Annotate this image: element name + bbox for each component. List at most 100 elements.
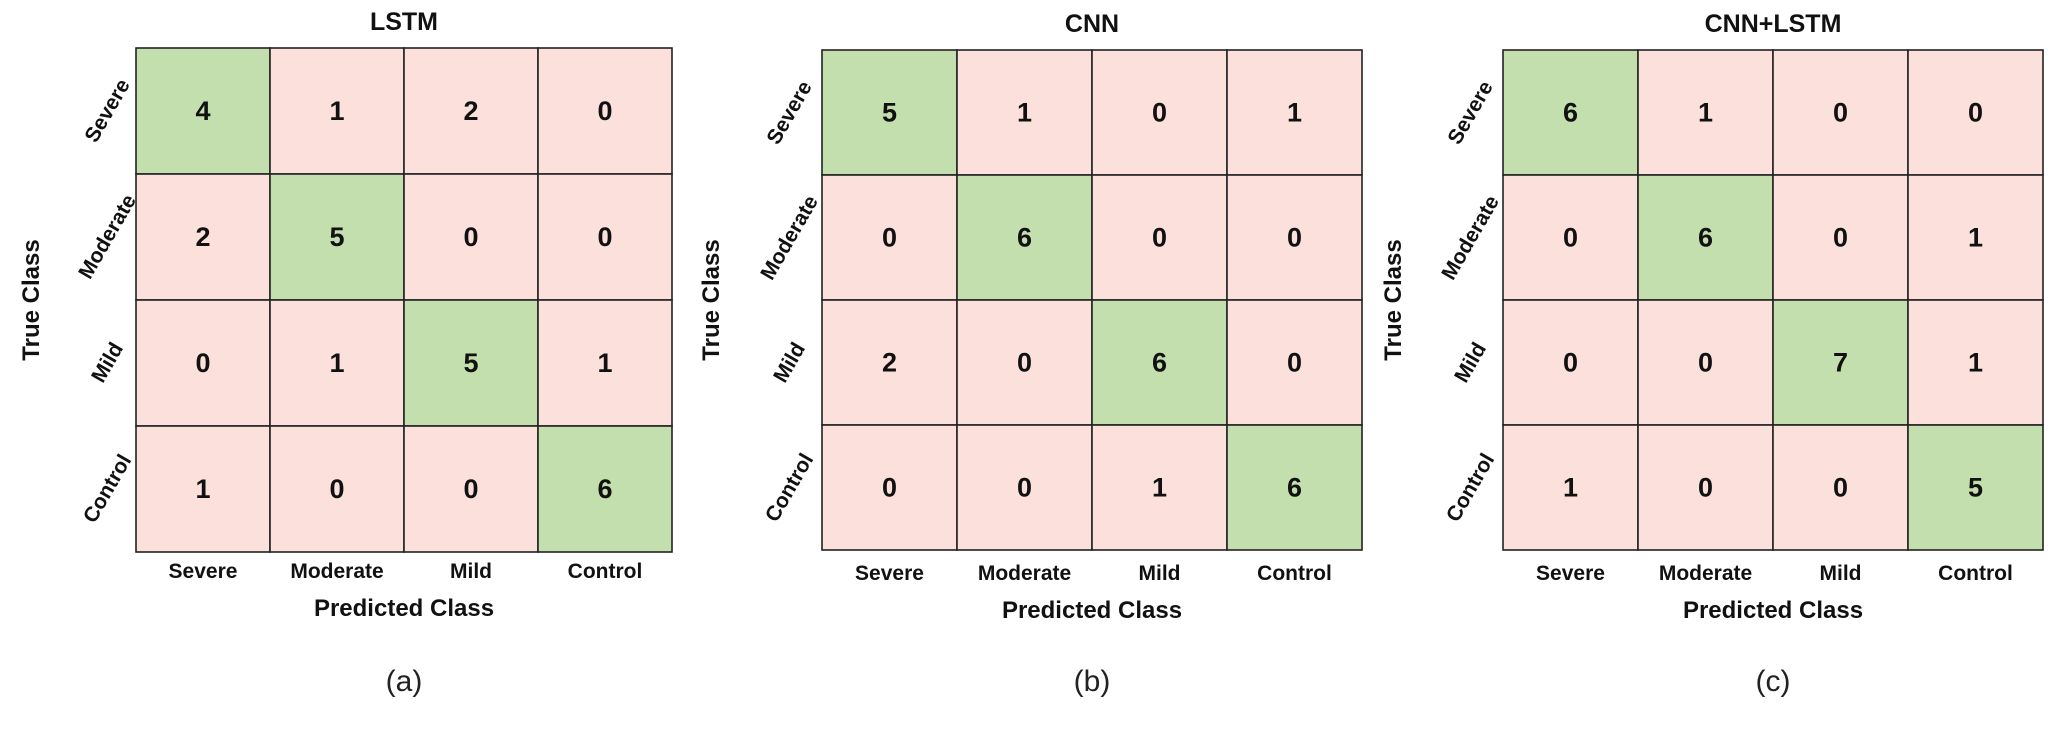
cell-value: 1 xyxy=(329,348,344,378)
cell-value: 0 xyxy=(882,473,897,503)
matrix-cell xyxy=(1226,174,1363,301)
matrix-cell xyxy=(1226,299,1363,426)
cell-value: 6 xyxy=(1563,98,1578,128)
cell-value: 5 xyxy=(463,348,478,378)
matrix-cell xyxy=(1907,299,2044,426)
cell-value: 0 xyxy=(1698,473,1713,503)
column-label: Mild xyxy=(1138,562,1181,585)
cell-value: 0 xyxy=(1563,348,1578,378)
cell-value: 5 xyxy=(1968,473,1983,503)
cell-value: 0 xyxy=(1833,223,1848,253)
matrix-cell xyxy=(403,47,539,175)
cell-value: 2 xyxy=(882,348,897,378)
matrix-cell xyxy=(269,299,405,427)
cell-value: 6 xyxy=(1698,223,1713,253)
chart-panel-cnn: CNN True Class Severe Moderate Mild Cont… xyxy=(684,0,1368,729)
matrix-cell xyxy=(537,47,673,175)
matrix-cell xyxy=(135,47,271,175)
cell-value: 0 xyxy=(597,222,612,252)
chart-title: LSTM xyxy=(369,8,439,36)
matrix-cell xyxy=(956,174,1093,301)
cell-value: 0 xyxy=(195,348,210,378)
matrix-cell xyxy=(821,299,958,426)
matrix-cell xyxy=(403,173,539,301)
column-label: Mild xyxy=(1819,562,1862,585)
column-label: Control xyxy=(1257,562,1332,585)
matrix-cell xyxy=(1907,174,2044,301)
cell-value: 0 xyxy=(463,474,478,504)
cell-value: 0 xyxy=(1152,223,1167,253)
column-label: Moderate xyxy=(1658,562,1753,585)
column-label: Severe xyxy=(855,562,924,585)
x-axis-title: Predicted Class xyxy=(313,595,495,622)
cell-value: 0 xyxy=(1833,98,1848,128)
chart-panel-lstm: LSTM True Class Severe Moderate Mild Con… xyxy=(0,0,684,729)
cell-value: 0 xyxy=(1698,348,1713,378)
matrix-cell xyxy=(1772,174,1909,301)
cell-value: 0 xyxy=(1287,348,1302,378)
cell-value: 2 xyxy=(195,222,210,252)
matrix-cell xyxy=(1226,424,1363,551)
cell-value: 1 xyxy=(597,348,612,378)
cell-value: 5 xyxy=(882,98,897,128)
cell-value: 1 xyxy=(1287,98,1302,128)
cell-value: 0 xyxy=(463,222,478,252)
matrix-cell xyxy=(956,49,1093,176)
confusion-matrix: 6 1 0 0 0 6 0 1 0 0 7 1 1 0 0 5 xyxy=(1502,49,2044,551)
cell-value: 1 xyxy=(1968,223,1983,253)
cell-value: 0 xyxy=(1287,223,1302,253)
matrix-cell xyxy=(537,299,673,427)
cell-value: 0 xyxy=(1968,98,1983,128)
matrix-cell xyxy=(1637,424,1774,551)
matrix-cell xyxy=(956,424,1093,551)
matrix-cell xyxy=(1907,424,2044,551)
matrix-cell xyxy=(1226,49,1363,176)
matrix-cell xyxy=(537,173,673,301)
matrix-cell xyxy=(1907,49,2044,176)
matrix-cell xyxy=(956,299,1093,426)
matrix-cell xyxy=(821,49,958,176)
panel-label: (a) xyxy=(385,665,423,698)
column-label: Control xyxy=(567,560,643,583)
cell-value: 0 xyxy=(1017,473,1032,503)
cell-value: 0 xyxy=(329,474,344,504)
cell-value: 5 xyxy=(329,222,344,252)
cell-value: 1 xyxy=(1563,473,1578,503)
chart-panel-cnn-lstm: CNN+LSTM True Class Severe Moderate Mild… xyxy=(1366,0,2050,729)
cell-value: 0 xyxy=(1833,473,1848,503)
matrix-cell xyxy=(1772,299,1909,426)
matrix-cell xyxy=(1637,299,1774,426)
cell-value: 1 xyxy=(329,96,344,126)
cell-value: 0 xyxy=(882,223,897,253)
column-label: Severe xyxy=(168,560,238,583)
cell-value: 6 xyxy=(597,474,612,504)
column-label: Moderate xyxy=(290,560,384,583)
panel-label: (c) xyxy=(1755,665,1791,698)
matrix-cell xyxy=(1091,49,1228,176)
matrix-cell xyxy=(135,299,271,427)
matrix-cell xyxy=(135,425,271,553)
column-label: Moderate xyxy=(977,562,1072,585)
cell-value: 1 xyxy=(1017,98,1032,128)
cell-value: 7 xyxy=(1833,348,1848,378)
cell-value: 0 xyxy=(597,96,612,126)
matrix-cell xyxy=(821,174,958,301)
cell-value: 2 xyxy=(463,96,478,126)
chart-title: CNN xyxy=(1064,10,1120,38)
matrix-cell xyxy=(403,299,539,427)
cell-value: 0 xyxy=(1563,223,1578,253)
matrix-cell xyxy=(1091,424,1228,551)
matrix-cell xyxy=(403,425,539,553)
matrix-cell xyxy=(537,425,673,553)
column-label: Control xyxy=(1938,562,2013,585)
cell-value: 6 xyxy=(1017,223,1032,253)
chart-title: CNN+LSTM xyxy=(1704,10,1842,38)
matrix-cell xyxy=(1637,174,1774,301)
cell-value: 1 xyxy=(1698,98,1713,128)
cell-value: 6 xyxy=(1152,348,1167,378)
cell-value: 4 xyxy=(195,96,210,126)
matrix-cell xyxy=(1772,424,1909,551)
cell-value: 1 xyxy=(1968,348,1983,378)
